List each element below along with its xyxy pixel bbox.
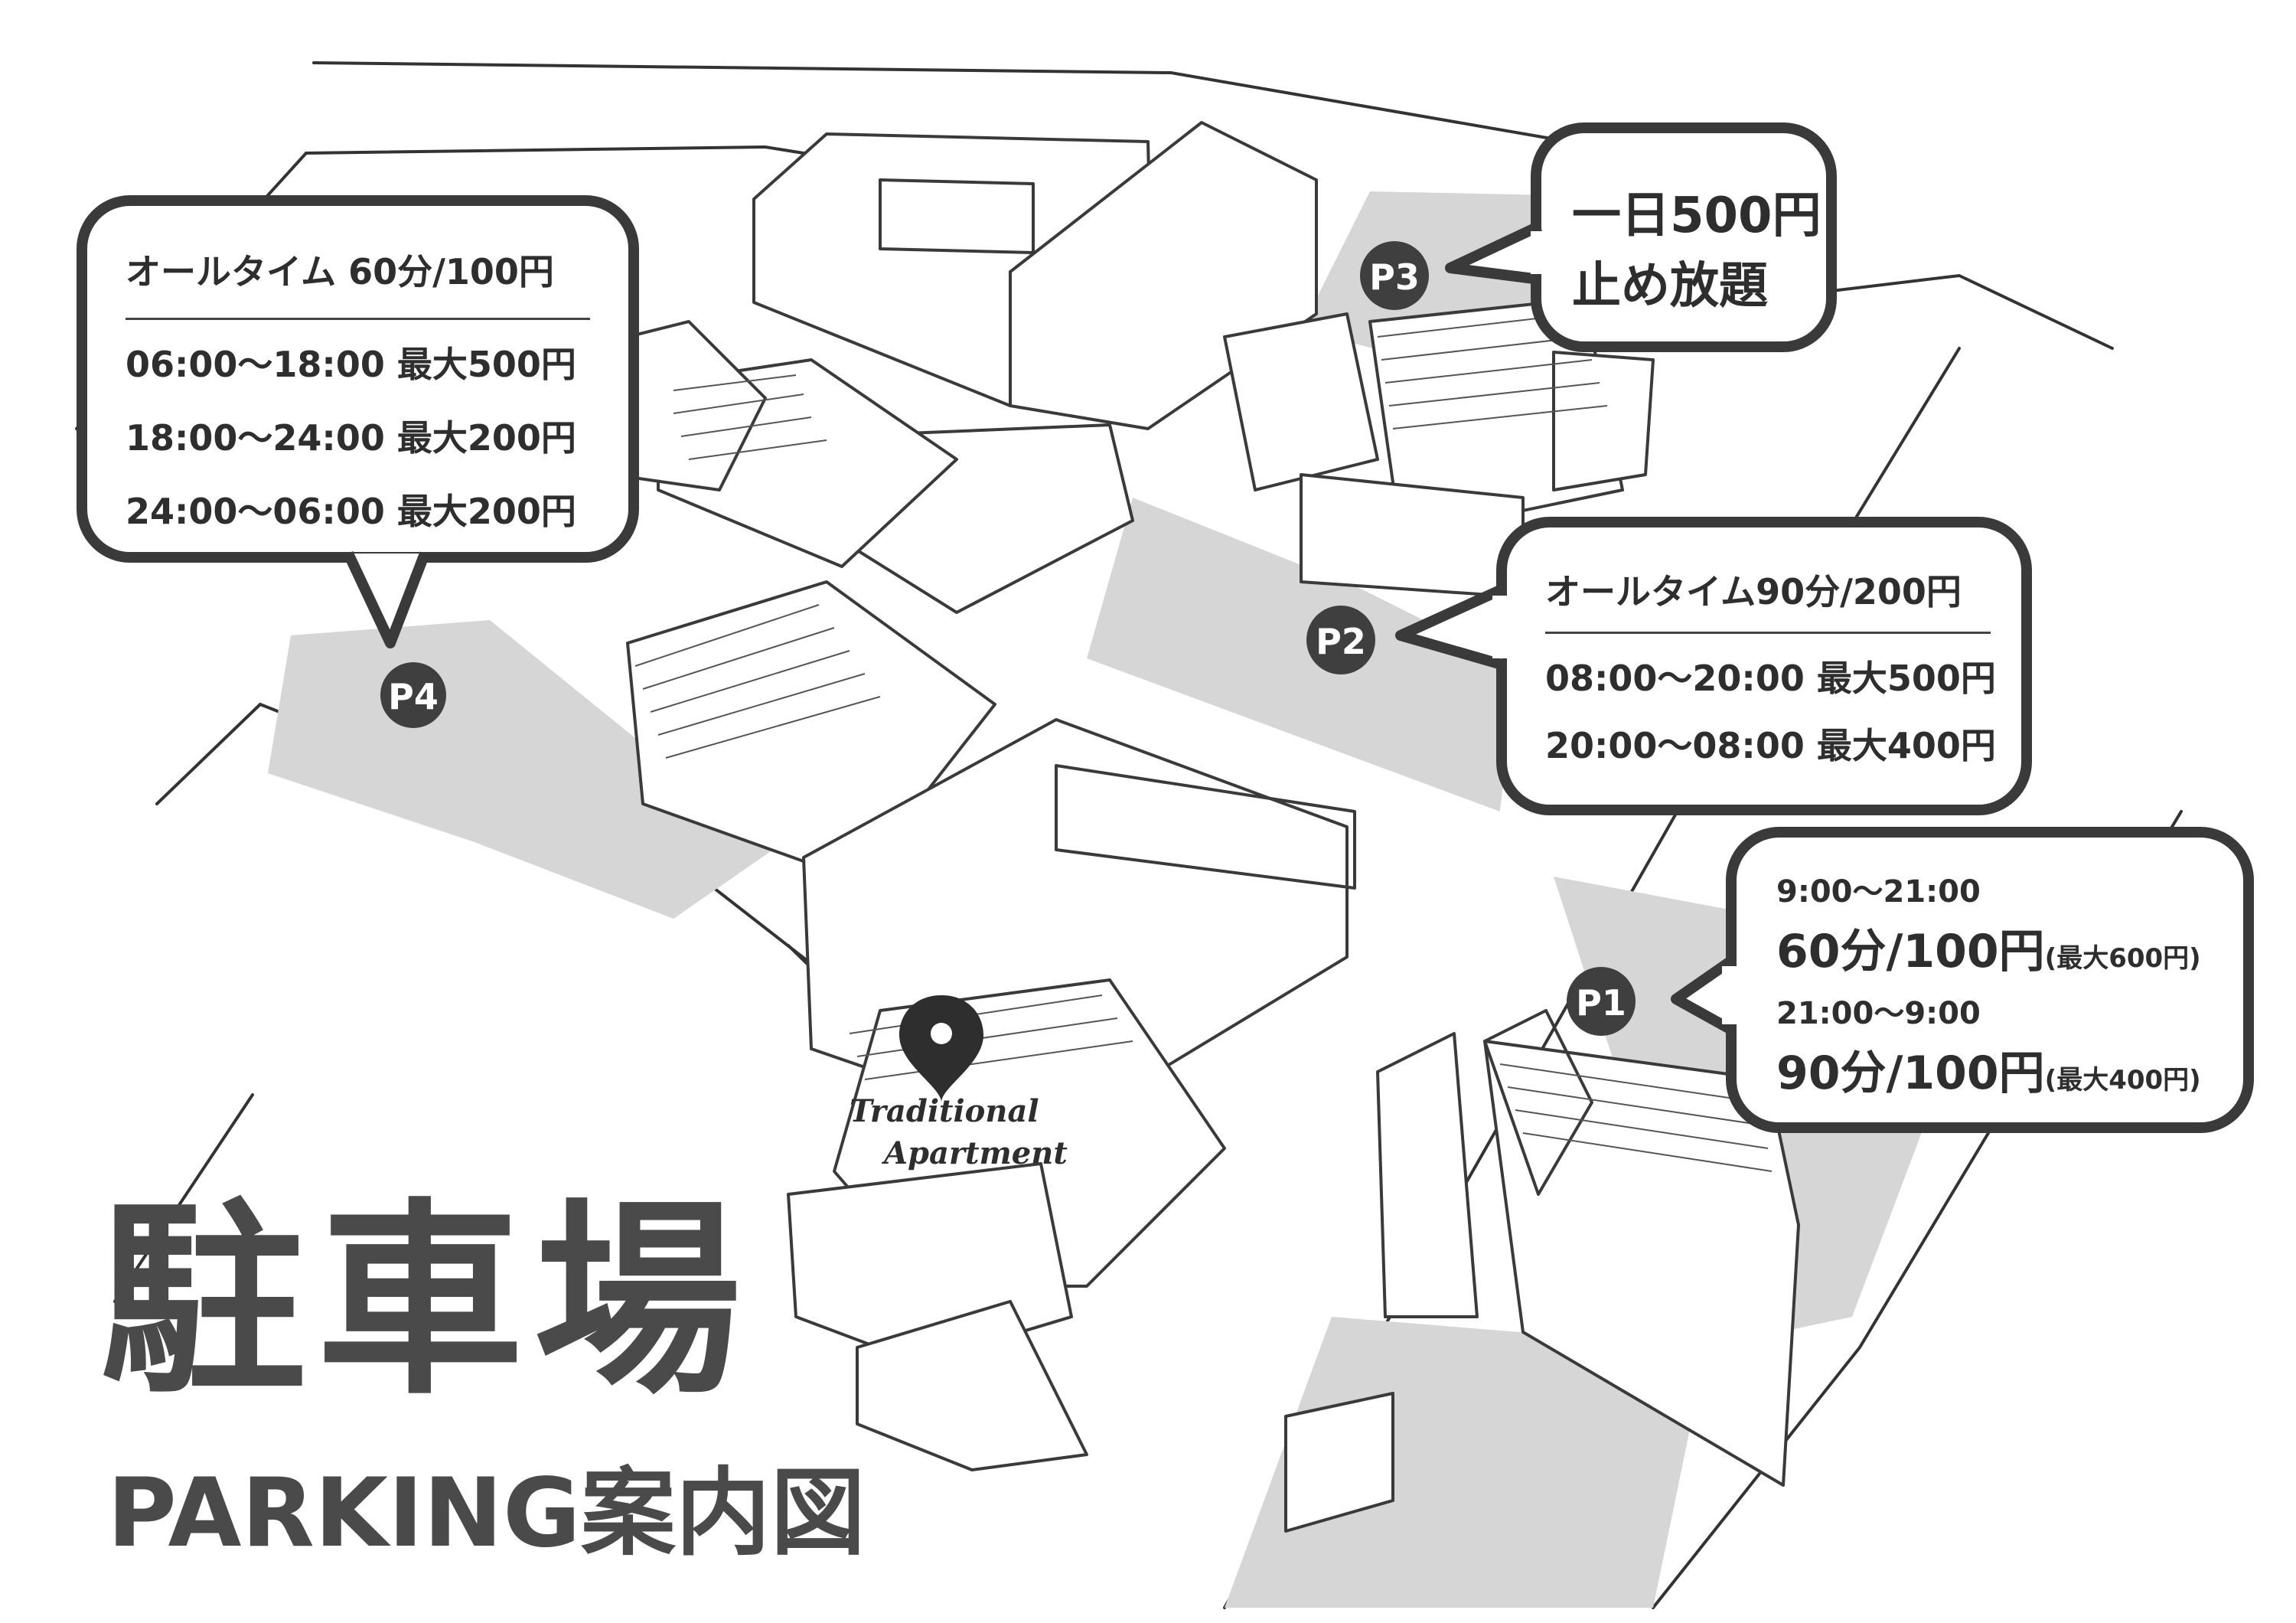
page-title: 駐車場 bbox=[99, 1181, 752, 1422]
landmark-label-line-2: Apartment bbox=[881, 1135, 1068, 1171]
p1-day-rate-note: (最大600円) bbox=[2044, 943, 2201, 974]
callout-p2: オールタイム90分/200円 08:00〜20:00 最大500円 20:00〜… bbox=[1496, 517, 2032, 815]
p2-rate-header: オールタイム90分/200円 bbox=[1545, 571, 1962, 612]
marker-p2[interactable]: P2 bbox=[1306, 606, 1375, 674]
p1-night-rate-value: 90分/100円 bbox=[1776, 1047, 2045, 1100]
callout-p1-tail bbox=[1671, 956, 1734, 1035]
p2-rate-line-1: 08:00〜20:00 最大500円 bbox=[1545, 658, 1996, 699]
callout-p1: 9:00〜21:00 60分/100円(最大600円) 21:00〜9:00 9… bbox=[1726, 827, 2254, 1133]
p1-night-hours: 21:00〜9:00 bbox=[1776, 996, 1981, 1031]
marker-p1-label: P1 bbox=[1576, 982, 1626, 1024]
callout-p4: オールタイム 60分/100円 06:00〜18:00 最大500円 18:00… bbox=[77, 195, 639, 563]
marker-p2-label: P2 bbox=[1316, 621, 1366, 662]
p1-night-rate: 90分/100円(最大400円) bbox=[1776, 1036, 2220, 1102]
callout-p4-tail bbox=[343, 551, 430, 648]
p2-rate-line-2: 20:00〜08:00 最大400円 bbox=[1545, 725, 1996, 766]
location-pin-icon[interactable] bbox=[899, 995, 983, 1102]
marker-p4[interactable]: P4 bbox=[380, 662, 446, 728]
p4-rate-line-3: 24:00〜06:00 最大200円 bbox=[126, 491, 576, 532]
p4-rate-header: オールタイム 60分/100円 bbox=[126, 251, 554, 292]
callout-p3: 一日500円 止め放題 bbox=[1531, 122, 1837, 352]
callout-p2-tail bbox=[1395, 584, 1504, 670]
p4-divider bbox=[126, 318, 590, 320]
p1-day-rate-value: 60分/100円 bbox=[1776, 925, 2045, 978]
callout-p3-tail bbox=[1445, 220, 1542, 285]
marker-p3-label: P3 bbox=[1369, 256, 1420, 298]
marker-p3[interactable]: P3 bbox=[1360, 241, 1429, 310]
marker-p1[interactable]: P1 bbox=[1567, 967, 1636, 1036]
p4-rate-line-2: 18:00〜24:00 最大200円 bbox=[126, 417, 576, 459]
p4-rate-line-1: 06:00〜18:00 最大500円 bbox=[126, 344, 576, 385]
p3-rate-line-1: 一日500円 bbox=[1572, 188, 1821, 244]
p1-day-rate: 60分/100円(最大600円) bbox=[1776, 914, 2220, 981]
landmark-label-line-1: Traditional bbox=[850, 1093, 1039, 1129]
page-subtitle: PARKING案内図 bbox=[107, 1458, 866, 1569]
marker-p4-label: P4 bbox=[388, 676, 439, 717]
lot-p2-zone bbox=[1087, 498, 1515, 812]
lot-south-zone bbox=[1225, 1317, 1707, 1608]
p1-night-rate-note: (最大400円) bbox=[2044, 1065, 2201, 1096]
p3-rate-line-2: 止め放題 bbox=[1572, 258, 1768, 315]
p1-day-hours: 9:00〜21:00 bbox=[1776, 874, 1981, 909]
p2-divider bbox=[1545, 632, 1991, 634]
